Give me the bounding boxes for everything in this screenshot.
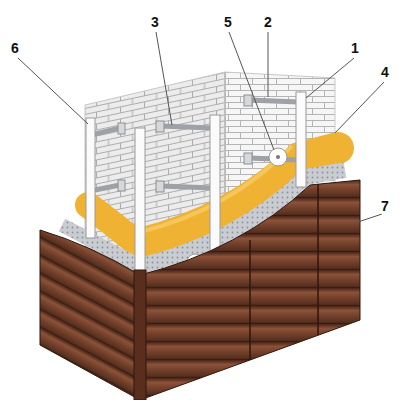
callout-number: 7 bbox=[380, 198, 390, 214]
callout-number: 1 bbox=[350, 40, 360, 56]
callout-number: 6 bbox=[10, 40, 20, 56]
callout-number: 2 bbox=[263, 14, 273, 30]
callout-number: 5 bbox=[223, 14, 233, 30]
callout-number: 4 bbox=[380, 64, 390, 80]
callout-number: 3 bbox=[150, 14, 160, 30]
